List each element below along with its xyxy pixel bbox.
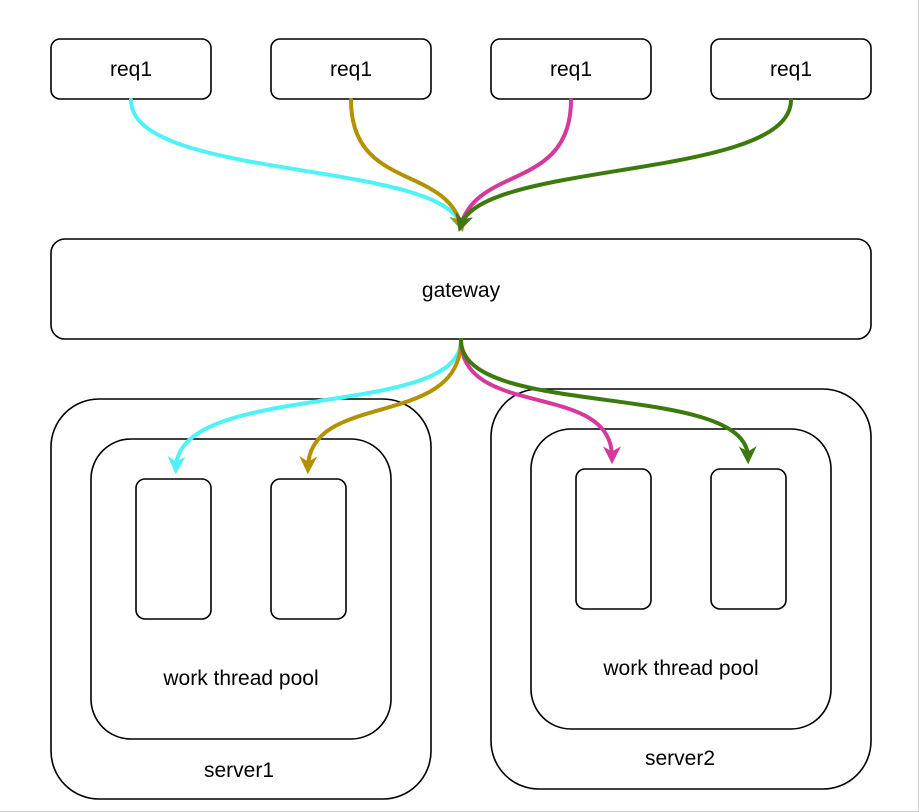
gateway-label: gateway (422, 279, 501, 302)
server2-node: server2 work thread pool (490, 388, 872, 790)
thread-pool-label: work thread pool (162, 667, 318, 690)
request4-to-gateway-arrow (455, 98, 793, 232)
gateway-to-server2-thread1-arrow (459, 338, 621, 465)
request-label: req1 (330, 58, 372, 81)
server-label: server2 (645, 747, 715, 770)
gateway-to-server2-thread2-arrow (459, 338, 757, 465)
request-node-1: req1 (50, 38, 212, 100)
request-node-3: req1 (490, 38, 652, 100)
server-label: server1 (204, 759, 274, 782)
worker-thread-box (710, 468, 787, 610)
worker-thread-box (270, 478, 347, 620)
gateway-to-server1-thread2-arrow (299, 338, 463, 475)
request-label: req1 (110, 58, 152, 81)
gateway-to-server1-thread1-arrow (167, 338, 463, 475)
thread-pool-label: work thread pool (602, 657, 758, 680)
worker-thread-box (135, 478, 212, 620)
worker-thread-box (575, 468, 652, 610)
request-label: req1 (770, 58, 812, 81)
request-node-4: req1 (710, 38, 872, 100)
server1-node: server1 work thread pool (50, 398, 432, 800)
request-label: req1 (550, 58, 592, 81)
request1-to-gateway-arrow (129, 98, 467, 232)
gateway-node: gateway (50, 238, 872, 340)
request3-to-gateway-arrow (455, 98, 573, 232)
request-node-2: req1 (270, 38, 432, 100)
request2-to-gateway-arrow (349, 98, 467, 232)
